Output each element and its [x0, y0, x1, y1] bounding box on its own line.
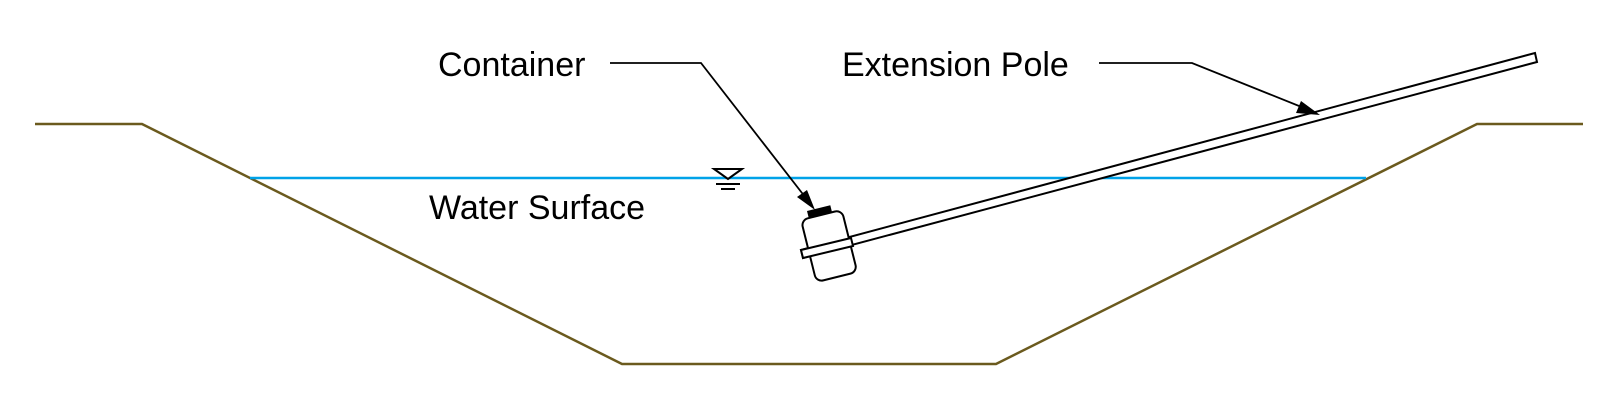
extension-pole-leader-arrow — [1296, 101, 1320, 115]
extension-pole-leader-line — [1099, 62, 1315, 113]
extension-pole-label: Extension Pole — [842, 46, 1069, 84]
water-surface-label: Water Surface — [429, 189, 645, 227]
container-label: Container — [438, 46, 585, 84]
channel-ground-profile — [35, 122, 1583, 366]
container-leader-line — [610, 62, 810, 203]
water-surface-triangle-icon — [710, 168, 746, 190]
extension-pole-front — [799, 236, 855, 260]
container-leader-arrow — [797, 190, 815, 210]
